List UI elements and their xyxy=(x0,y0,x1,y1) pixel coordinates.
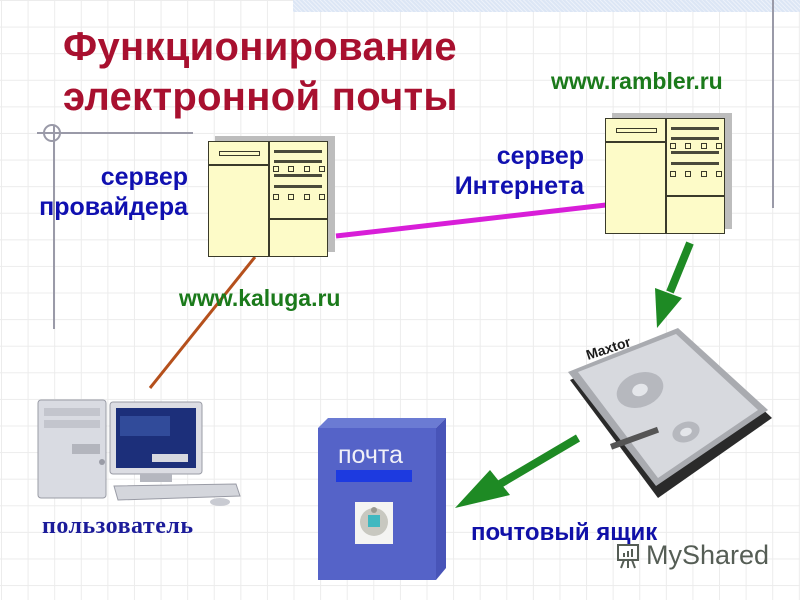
watermark-text: MyShared xyxy=(646,540,770,570)
arrow-internet-to-disk-icon xyxy=(655,241,694,328)
arrow-disk-to-mailbox-icon xyxy=(455,434,581,508)
link-user-provider xyxy=(148,256,257,389)
hard-disk-icon: Maxtor xyxy=(568,328,772,498)
decorative-vertical-line-left xyxy=(53,126,55,329)
presentation-board-icon xyxy=(617,543,639,568)
crosshair-icon xyxy=(43,124,61,142)
provider-label-line-2: провайдера xyxy=(39,193,188,221)
desktop-computer-icon xyxy=(37,399,241,506)
internet-url: www.rambler.ru xyxy=(551,68,723,94)
mailbox-caption: почтовый ящик xyxy=(471,519,658,546)
header-hatch-band xyxy=(293,0,800,12)
internet-server-icon xyxy=(605,113,732,234)
title-line-2: электронной почты xyxy=(63,75,458,119)
mailbox-icon xyxy=(318,418,446,580)
watermark: MyShared xyxy=(616,540,769,571)
coat-of-arms-icon xyxy=(360,507,388,536)
provider-server-label: сервер провайдера xyxy=(18,162,188,222)
provider-server-icon xyxy=(208,136,335,257)
decorative-horizontal-line xyxy=(37,132,193,134)
decorative-vertical-line xyxy=(772,0,774,208)
internet-label-line-2: Интернета xyxy=(454,172,584,200)
internet-label-line-1: сервер xyxy=(496,142,584,170)
title-line-1: Функционирование xyxy=(63,25,457,69)
provider-url: www.kaluga.ru xyxy=(179,285,341,311)
provider-label-line-1: сервер xyxy=(100,163,188,191)
user-label: пользователь xyxy=(42,513,194,539)
internet-server-label: сервер Интернета xyxy=(410,141,584,201)
slide-title: Функционирование электронной почты xyxy=(63,22,458,122)
mailbox-label: почта xyxy=(338,441,403,469)
link-provider-internet xyxy=(335,202,607,239)
